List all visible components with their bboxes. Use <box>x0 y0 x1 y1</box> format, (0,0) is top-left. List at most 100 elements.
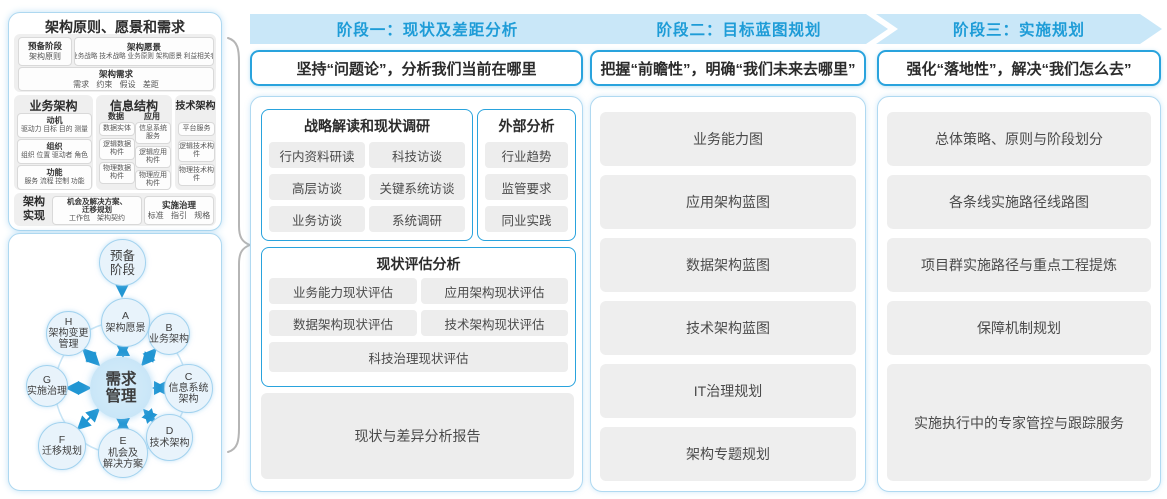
phase1-subtitle-box: 坚持“问题论”，分析我们当前在哪里 <box>250 50 583 86</box>
external-item: 同业实践 <box>485 206 568 232</box>
logical-app-component-box: 逻辑应用构件 <box>135 146 171 168</box>
assessment-title: 现状评估分析 <box>376 256 461 272</box>
prep-phase-box: 预备阶段 架构原则 <box>18 37 72 66</box>
motivation-box: 动机 驱动力 目标 目的 测量 <box>17 113 92 138</box>
technology-architecture-section: 技术架构 平台服务 逻辑技术构件 物理技术构件 <box>175 95 216 190</box>
motivation-title: 动机 <box>46 116 63 126</box>
phase2-header-arrow: 阶段二：目标蓝图规划 <box>590 14 888 44</box>
prep-phase-title: 预备阶段 <box>27 41 62 52</box>
phase3-content-panel: 总体策略、原则与阶段划分 各条线实施路径线路图 项目群实施路径与重点工程提炼 保… <box>877 96 1161 492</box>
strategy-item: 关键系统访谈 <box>369 174 465 200</box>
gap-analysis-report-box: 现状与差异分析报告 <box>261 393 574 479</box>
implementation-governance-title: 实施治理 <box>161 200 196 211</box>
organization-sub: 组织 位置 驱动者 角色 <box>21 152 88 160</box>
external-analysis-title: 外部分析 <box>498 118 555 134</box>
strategy-item: 科技访谈 <box>369 142 465 168</box>
function-title: 功能 <box>46 168 63 178</box>
strategy-item: 行内资料研读 <box>269 142 365 168</box>
adm-node-prep-label: 预备 阶段 <box>109 248 135 277</box>
current-state-assessment-box: 现状评估分析 业务能力现状评估 应用架构现状评估 数据架构现状评估 技术架构现状… <box>261 247 576 387</box>
business-architecture-title: 业务架构 <box>29 99 78 113</box>
phase3-item: 保障机制规划 <box>887 301 1151 355</box>
assessment-item: 科技治理现状评估 <box>269 342 568 372</box>
adm-node-g-implementation-governance: G 实施治理 <box>26 365 68 407</box>
phase2-item: IT治理规划 <box>600 364 856 418</box>
arrow-center-h <box>81 347 101 367</box>
physical-data-component-box: 物理数据构件 <box>99 162 135 184</box>
is-service-box: 信息系统服务 <box>135 122 171 144</box>
architecture-requirements-box: 架构需求 需求 约束 假设 差距 <box>18 67 214 91</box>
adm-node-prep: 预备 阶段 <box>99 239 146 286</box>
phase3-item: 实施执行中的专家管控与跟踪服务 <box>887 364 1151 481</box>
organization-box: 组织 组织 位置 驱动者 角色 <box>17 139 92 164</box>
phase3-subtitle-box: 强化“落地性”，解决“我们怎么去” <box>877 50 1161 86</box>
adm-node-a-architecture-vision: A 架构愿景 <box>101 298 150 347</box>
business-architecture-section: 业务架构 动机 驱动力 目标 目的 测量 组织 组织 位置 驱动者 角色 功能 … <box>14 95 93 190</box>
phase3-item: 项目群实施路径与重点工程提炼 <box>887 238 1151 292</box>
phase2-item: 架构专题规划 <box>600 427 856 481</box>
phase2-item: 数据架构蓝图 <box>600 238 856 292</box>
phase1-header-arrow: 阶段一：现状及差距分析 <box>250 14 615 44</box>
phase3-subtitle-text: 强化“落地性”，解决“我们怎么去” <box>906 60 1132 78</box>
architecture-realization-section: 架构 实现 机会及解决方案、 迁移规划 工作包 架构契约 实施治理 标准 指引 … <box>14 193 216 226</box>
strategy-research-box: 战略解读和现状调研 行内资料研读 科技访谈 高层访谈 关键系统访谈 业务访谈 系… <box>261 109 473 241</box>
physical-app-component-box: 物理应用构件 <box>135 170 171 190</box>
strategy-item: 系统调研 <box>369 206 465 232</box>
strategy-item: 高层访谈 <box>269 174 365 200</box>
assessment-item: 应用架构现状评估 <box>421 278 568 304</box>
phase3-item: 各条线实施路径线路图 <box>887 175 1151 229</box>
strategy-research-title: 战略解读和现状调研 <box>304 118 430 134</box>
opportunities-title-line1: 机会及解决方案、 <box>67 196 127 206</box>
adm-cycle-panel: 预备 阶段 需求 管理 A 架构愿景 B 业务架构 C 信息系统 架构 D 技术… <box>8 233 222 491</box>
arrow-center-b <box>141 347 157 367</box>
phase3-header-text: 阶段三：实施规划 <box>952 22 1085 39</box>
data-entity-box: 数据实体 <box>99 122 135 136</box>
opportunities-migration-box: 机会及解决方案、 迁移规划 工作包 架构契约 <box>52 196 142 225</box>
information-structure-section: 信息结构 数据 应用 数据实体 逻辑数据构件 物理数据构件 信息系统服务 逻辑应… <box>96 95 172 190</box>
phase2-item: 应用架构蓝图 <box>600 175 856 229</box>
phase2-item: 业务能力图 <box>600 112 856 166</box>
phase1-content-panel: 战略解读和现状调研 行内资料研读 科技访谈 高层访谈 关键系统访谈 业务访谈 系… <box>250 96 583 492</box>
information-structure-title: 信息结构 <box>109 99 158 113</box>
application-column-label: 应用 <box>144 112 160 121</box>
physical-tech-component-box: 物理技术构件 <box>178 164 215 186</box>
phase3-item: 总体策略、原则与阶段划分 <box>887 112 1151 166</box>
external-item: 行业趋势 <box>485 142 568 168</box>
platform-service-box: 平台服务 <box>178 122 215 136</box>
phase2-item: 技术架构蓝图 <box>600 301 856 355</box>
phase2-header-text: 阶段二：目标蓝图规划 <box>656 22 822 39</box>
prep-phase-sub: 架构原则 <box>29 52 61 62</box>
function-box: 功能 服务 流程 控制 功能 <box>17 165 92 190</box>
phase1-subtitle-text: 坚持“问题论”，分析我们当前在哪里 <box>296 60 537 78</box>
adm-center-label: 需求 管理 <box>105 370 137 405</box>
implementation-governance-sub: 标准 指引 规格 <box>147 211 211 221</box>
phase2-content-panel: 业务能力图 应用架构蓝图 数据架构蓝图 技术架构蓝图 IT治理规划 架构专题规划 <box>590 96 866 492</box>
adm-node-requirements-management: 需求 管理 <box>90 357 152 419</box>
architecture-vision-title: 架构愿景 <box>126 42 161 53</box>
data-column-label: 数据 <box>108 112 124 121</box>
architecture-realization-label: 架构 实现 <box>20 196 48 224</box>
opportunities-title-line2: 迁移规划 <box>82 205 112 215</box>
brace-connector <box>227 37 252 453</box>
architecture-requirements-sub: 需求 约束 假设 差距 <box>73 79 159 89</box>
architecture-requirements-title: 架构需求 <box>98 68 133 79</box>
external-analysis-box: 外部分析 行业趋势 监管要求 同业实践 <box>477 109 576 241</box>
phase1-header-text: 阶段一：现状及差距分析 <box>336 22 519 39</box>
motivation-sub: 驱动力 目标 目的 测量 <box>21 126 88 134</box>
adm-node-c-information-system-architecture: C 信息系统 架构 <box>164 364 213 413</box>
architecture-vision-box: 架构愿景 业务战略 技术战略 业务原则 架构愿景 利益相关者 <box>74 37 214 66</box>
phase2-subtitle-text: 把握“前瞻性”，明确“我们未来去哪里” <box>600 60 856 78</box>
realization-label-line1: 架构 <box>23 196 45 208</box>
adm-node-b-business-architecture: B 业务架构 <box>148 313 190 355</box>
arrow-center-f <box>76 407 101 431</box>
technology-architecture-title: 技术架构 <box>175 101 216 112</box>
external-item: 监管要求 <box>485 174 568 200</box>
function-sub: 服务 流程 控制 功能 <box>24 178 85 186</box>
vision-requirements-section: 预备阶段 架构原则 架构愿景 业务战略 技术战略 业务原则 架构愿景 利益相关者… <box>14 34 216 92</box>
phase2-subtitle-box: 把握“前瞻性”，明确“我们未来去哪里” <box>590 50 866 86</box>
assessment-item: 数据架构现状评估 <box>269 310 417 336</box>
implementation-governance-box: 实施治理 标准 指引 规格 <box>144 196 214 225</box>
adm-node-f-migration-planning: F 迁移规划 <box>38 422 86 470</box>
assessment-item: 技术架构现状评估 <box>421 310 568 336</box>
